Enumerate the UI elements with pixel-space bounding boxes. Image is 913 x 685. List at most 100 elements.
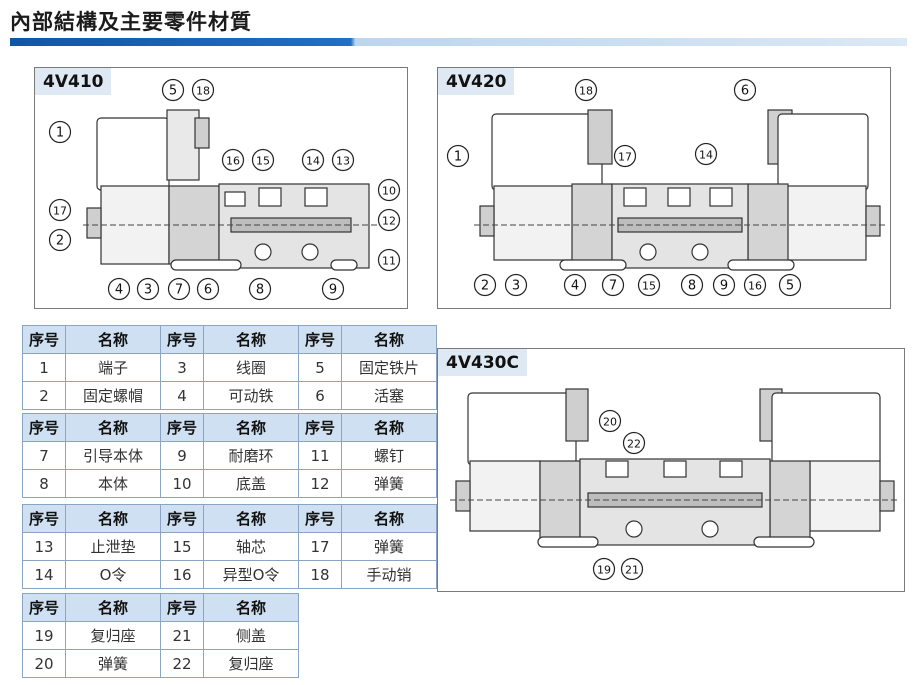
part-name: 弹簧	[65, 649, 161, 678]
col-header-no: 序号	[22, 325, 66, 354]
part-name: 底盖	[203, 469, 299, 498]
part-name: 弹簧	[341, 469, 437, 498]
callout-number: 1	[56, 126, 64, 141]
part-no: 4	[160, 381, 204, 410]
part-no: 17	[298, 532, 342, 561]
part-name: 手动销	[341, 560, 437, 589]
callout-3: 3	[504, 273, 528, 297]
col-header-name: 名称	[203, 504, 299, 533]
callout-number: 2	[56, 234, 64, 249]
col-header-name: 名称	[341, 325, 437, 354]
col-header-no: 序号	[160, 325, 204, 354]
part-name: 可动铁	[203, 381, 299, 410]
col-header-no: 序号	[22, 413, 66, 442]
parts-table-3: 序号 名称 序号 名称 序号 名称 13 止泄垫 15 轴芯 17 弹簧 14 …	[22, 504, 437, 589]
callout-number: 13	[336, 155, 350, 168]
table-row: 14 O令 16 异型O令 18 手动销	[22, 560, 437, 589]
callout-4: 4	[563, 273, 587, 297]
col-header-name: 名称	[203, 593, 299, 622]
callout-11: 11	[377, 248, 401, 272]
callout-number: 17	[618, 151, 632, 164]
col-header-no: 序号	[160, 413, 204, 442]
callout-17: 17	[48, 198, 72, 222]
callout-10: 10	[377, 178, 401, 202]
table-header-row: 序号 名称 序号 名称 序号 名称	[22, 325, 437, 354]
col-header-no: 序号	[160, 593, 204, 622]
callout-13: 13	[331, 148, 355, 172]
part-no: 2	[22, 381, 66, 410]
table-row: 2 固定螺帽 4 可动铁 6 活塞	[22, 381, 437, 410]
col-header-no: 序号	[22, 593, 66, 622]
page-title: 內部結構及主要零件材質	[10, 10, 252, 34]
callout-number: 2	[481, 279, 489, 294]
callout-21: 21	[620, 557, 644, 581]
callout-4: 4	[107, 277, 131, 301]
part-no: 3	[160, 353, 204, 382]
callout-8: 8	[680, 273, 704, 297]
callout-number: 1	[454, 150, 462, 165]
part-no: 1	[22, 353, 66, 382]
part-name: 固定铁片	[341, 353, 437, 382]
callout-6: 6	[733, 78, 757, 102]
callout-number: 6	[741, 84, 749, 99]
table-row: 20 弹簧 22 复归座	[22, 649, 299, 678]
part-name: 侧盖	[203, 621, 299, 650]
part-no: 21	[160, 621, 204, 650]
col-header-name: 名称	[203, 325, 299, 354]
part-no: 15	[160, 532, 204, 561]
col-header-no: 序号	[22, 504, 66, 533]
part-no: 9	[160, 441, 204, 470]
table-header-row: 序号 名称 序号 名称 序号 名称	[22, 504, 437, 533]
callout-number: 10	[382, 185, 396, 198]
callout-17: 17	[613, 144, 637, 168]
callout-20: 20	[598, 409, 622, 433]
callout-12: 12	[377, 208, 401, 232]
part-no: 19	[22, 621, 66, 650]
callout-7: 7	[167, 277, 191, 301]
col-header-name: 名称	[341, 504, 437, 533]
callout-3: 3	[136, 277, 160, 301]
col-header-name: 名称	[65, 413, 161, 442]
callout-14: 14	[694, 142, 718, 166]
part-no: 12	[298, 469, 342, 498]
part-name: 耐磨环	[203, 441, 299, 470]
callout-number: 14	[699, 149, 713, 162]
callout-number: 9	[329, 283, 337, 298]
callout-number: 16	[748, 280, 762, 293]
col-header-no: 序号	[298, 413, 342, 442]
callout-number: 3	[144, 283, 152, 298]
part-no: 14	[22, 560, 66, 589]
callout-number: 7	[175, 283, 183, 298]
callout-number: 18	[579, 85, 593, 98]
callout-5: 5	[161, 78, 185, 102]
col-header-name: 名称	[65, 325, 161, 354]
col-header-no: 序号	[298, 504, 342, 533]
callout-16: 16	[221, 148, 245, 172]
col-header-name: 名称	[65, 593, 161, 622]
part-name: O令	[65, 560, 161, 589]
part-name: 端子	[65, 353, 161, 382]
callout-number: 17	[53, 205, 67, 218]
callout-number: 15	[256, 155, 270, 168]
title-rule	[10, 38, 907, 46]
part-name: 弹簧	[341, 532, 437, 561]
callout-number: 14	[306, 155, 320, 168]
callout-number: 19	[597, 564, 611, 577]
callout-number: 8	[256, 283, 264, 298]
part-no: 16	[160, 560, 204, 589]
table-row: 8 本体 10 底盖 12 弹簧	[22, 469, 437, 498]
part-name: 线圈	[203, 353, 299, 382]
callout-9: 9	[321, 277, 345, 301]
callout-number: 9	[720, 279, 728, 294]
callout-number: 7	[609, 279, 617, 294]
callout-number: 4	[571, 279, 579, 294]
callout-9: 9	[712, 273, 736, 297]
callout-14: 14	[301, 148, 325, 172]
panel-label: 4V410	[35, 68, 112, 95]
callout-1: 1	[446, 144, 470, 168]
callout-number: 20	[603, 416, 617, 429]
part-no: 20	[22, 649, 66, 678]
